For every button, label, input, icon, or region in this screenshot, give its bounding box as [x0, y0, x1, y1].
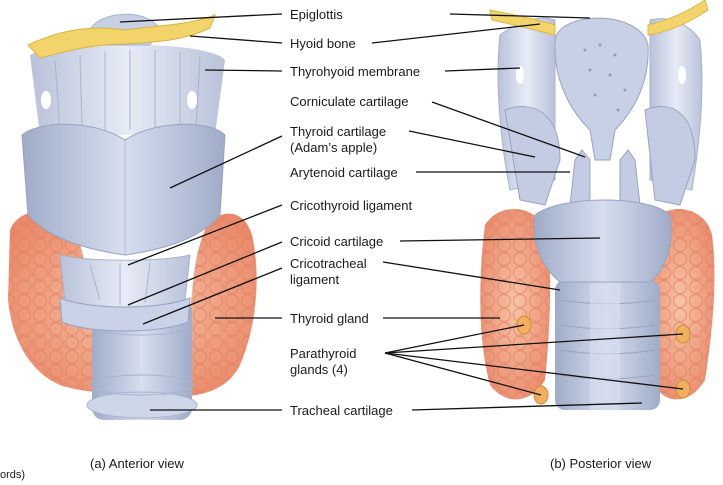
label-cricothyroid-ligament: Cricothyroid ligament [290, 198, 412, 213]
thyroid-cartilage-anterior [21, 123, 226, 256]
hyoid-bone-anterior [27, 14, 216, 59]
caption-anterior-view: (a) Anterior view [90, 456, 185, 471]
epiglottis-pits [583, 43, 627, 112]
label-thyrohyoid-membrane: Thyrohyoid membrane [290, 64, 420, 79]
parathyroid-glands [516, 315, 691, 405]
label-hyoid-bone: Hyoid bone [290, 36, 356, 51]
thyroid-cartilage-posterior [497, 17, 703, 206]
label-adams-apple: (Adam’s apple) [290, 140, 377, 155]
caption-posterior-view: (b) Posterior view [550, 456, 652, 471]
captions: (a) Anterior view (b) Posterior view ord… [0, 456, 652, 481]
leader-lines [119, 13, 684, 411]
label-thyroid-cartilage: Thyroid cartilage [290, 124, 386, 139]
label-arytenoid-cartilage: Arytenoid cartilage [290, 165, 398, 180]
label-epiglottis: Epiglottis [290, 7, 343, 22]
posterior-view [480, 0, 715, 410]
label-corniculate-cartilage: Corniculate cartilage [290, 94, 409, 109]
label-cricotracheal-ligament: ligament [290, 272, 340, 287]
trachea-posterior [555, 280, 660, 410]
caption-edge-fragment: ords) [0, 469, 25, 481]
labels: Epiglottis Hyoid bone Thyrohyoid membran… [290, 7, 420, 418]
cricoid-posterior [533, 199, 672, 283]
anterior-view [8, 13, 257, 420]
cricoid-anterior [59, 254, 191, 332]
label-tracheal-cartilage: Tracheal cartilage [290, 403, 393, 418]
arytenoid-posterior [569, 149, 641, 206]
hyoid-bone-posterior [489, 0, 709, 36]
label-cricoid-cartilage: Cricoid cartilage [290, 234, 383, 249]
thyrohyoid-membrane-anterior [30, 44, 225, 135]
epiglottis-posterior [554, 17, 649, 161]
label-parathyroid-glands: glands (4) [290, 362, 348, 377]
label-parathyroid: Parathyroid [290, 346, 356, 361]
label-cricotracheal: Cricotracheal [290, 256, 367, 271]
label-thyroid-gland: Thyroid gland [290, 311, 369, 326]
